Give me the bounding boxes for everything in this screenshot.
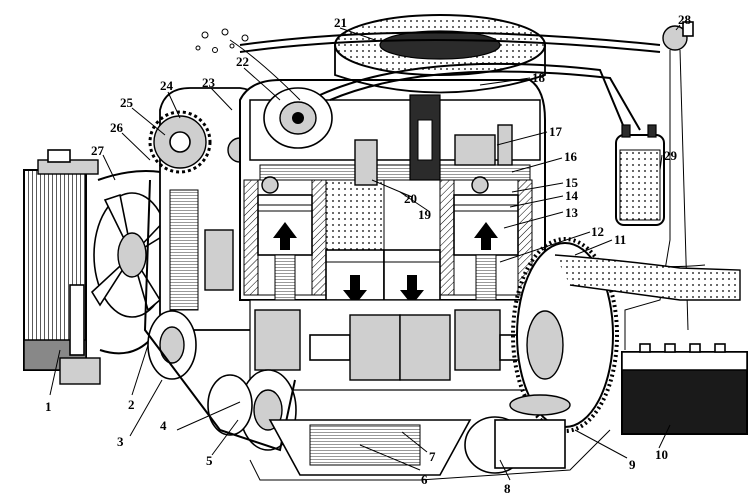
label-25: 25 bbox=[120, 95, 134, 110]
label-1: 1 bbox=[45, 399, 52, 414]
air-bubbles bbox=[195, 28, 249, 53]
label-8: 8 bbox=[504, 481, 511, 496]
label-10: 10 bbox=[655, 447, 668, 462]
timing-belt-cover bbox=[148, 87, 263, 331]
label-21: 21 bbox=[334, 15, 347, 30]
part-labels: 1 2 3 4 5 6 7 8 9 10 11 12 13 14 15 16 1… bbox=[45, 12, 692, 496]
ignition-wires bbox=[229, 31, 661, 131]
label-20: 20 bbox=[404, 191, 417, 206]
label-22: 22 bbox=[236, 54, 249, 69]
front-pulleys bbox=[143, 179, 297, 452]
label-11: 11 bbox=[614, 232, 626, 247]
exhaust-pipe bbox=[554, 254, 741, 301]
cylinder-2 bbox=[325, 179, 385, 305]
label-16: 16 bbox=[564, 149, 578, 164]
cylinder-1 bbox=[257, 179, 313, 311]
cylinder-4 bbox=[453, 179, 519, 311]
label-6: 6 bbox=[421, 472, 428, 487]
cylinder-3 bbox=[383, 179, 441, 305]
leader-lines bbox=[49, 24, 681, 481]
label-27: 27 bbox=[91, 143, 105, 158]
label-17: 17 bbox=[549, 124, 563, 139]
starter-motor bbox=[464, 394, 571, 474]
label-24: 24 bbox=[160, 78, 174, 93]
valves-and-plugs bbox=[261, 94, 513, 194]
label-28: 28 bbox=[678, 12, 692, 27]
label-18: 18 bbox=[532, 70, 546, 85]
label-26: 26 bbox=[110, 120, 124, 135]
battery bbox=[621, 343, 748, 435]
label-14: 14 bbox=[565, 188, 579, 203]
label-23: 23 bbox=[202, 75, 216, 90]
ignition-coil bbox=[615, 124, 665, 226]
label-29: 29 bbox=[664, 148, 678, 163]
label-4: 4 bbox=[160, 418, 167, 433]
label-9: 9 bbox=[629, 457, 636, 472]
crankshaft bbox=[249, 299, 541, 391]
label-13: 13 bbox=[565, 205, 579, 220]
distributor bbox=[263, 87, 333, 149]
label-3: 3 bbox=[117, 434, 124, 449]
oil-pan bbox=[268, 419, 472, 476]
air-filter bbox=[334, 14, 546, 94]
label-15: 15 bbox=[565, 175, 579, 190]
label-7: 7 bbox=[429, 449, 436, 464]
label-12: 12 bbox=[591, 224, 604, 239]
label-2: 2 bbox=[128, 397, 135, 412]
label-5: 5 bbox=[206, 453, 213, 468]
label-19: 19 bbox=[418, 207, 432, 222]
ignition-switch bbox=[662, 21, 694, 51]
radiator bbox=[23, 149, 101, 385]
